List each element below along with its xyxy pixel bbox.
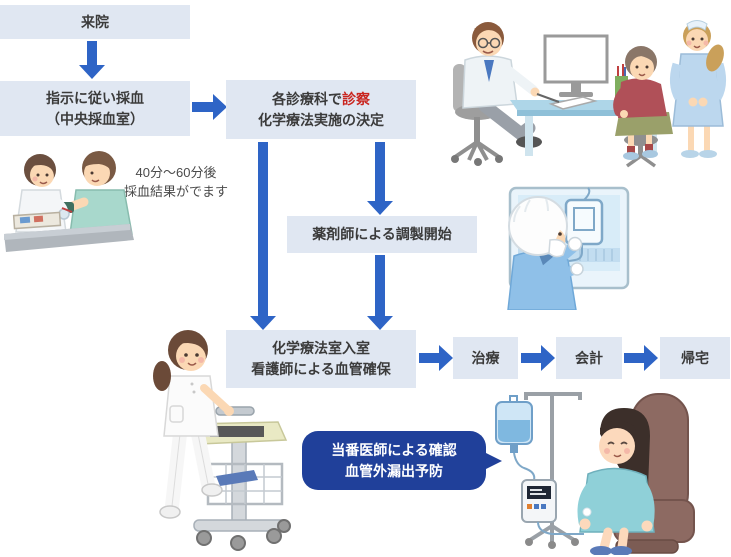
desk (510, 34, 665, 156)
consultation-illustration-svg (451, 20, 727, 168)
flow-box-chemo-room: 化学療法室入室 看護師による血管確保 (226, 330, 416, 388)
arrow-down-consult-to-pharmacist (367, 142, 393, 215)
pharmacist-figure (507, 196, 584, 311)
iv-bag-in-cabinet (564, 187, 604, 262)
arrow-right-treatment-to-payment (521, 345, 555, 371)
infusion-pump (521, 479, 584, 535)
pharmacist-illustration (480, 186, 632, 311)
flow-box-arrival-label: 来院 (81, 13, 109, 30)
flow-box-consult-line2: 化学療法実施の決定 (258, 111, 384, 128)
infusion-illustration (466, 382, 730, 556)
arrow-right-payment-to-gohome (624, 345, 658, 371)
callout-line1: 当番医師による確認 (331, 441, 457, 458)
flow-box-payment: 会計 (556, 337, 622, 379)
arrow-down-consult-to-chemoroom (250, 142, 276, 330)
flow-box-pharmacist-label: 薬剤師による調製開始 (312, 226, 452, 242)
flow-box-consult: 各診療科で診察 化学療法実施の決定 (226, 80, 416, 139)
flow-box-go-home-label: 帰宅 (681, 349, 709, 366)
arrow-down-arrival-to-blooddraw (79, 41, 105, 79)
flow-box-treatment-label: 治療 (471, 349, 500, 366)
flow-box-pharmacist: 薬剤師による調製開始 (287, 216, 477, 253)
flow-box-blood-draw-line2: （中央採血室） (46, 110, 144, 127)
pharmacist-illustration-svg (507, 186, 630, 311)
consultation-illustration (425, 2, 728, 168)
blood-result-note-line2: 採血結果がでます (123, 183, 228, 199)
nurse-cart-illustration (136, 314, 294, 554)
callout-tail (484, 452, 502, 470)
infusion-illustration-svg (495, 392, 695, 556)
patient-elderly (613, 46, 673, 168)
blood-draw-illustration-svg (4, 151, 134, 252)
blood-result-note: 40分～60分後 採血結果がでます (110, 164, 242, 202)
flow-box-treatment: 治療 (453, 337, 518, 379)
flow-box-blood-draw: 指示に従い採血 （中央採血室） (0, 81, 190, 136)
blood-result-note-line1: 40分～60分後 (135, 165, 217, 180)
flow-box-chemo-room-line2: 看護師による血管確保 (251, 361, 391, 377)
blood-draw-table (4, 211, 134, 252)
arrow-right-blooddraw-to-consult (192, 94, 227, 120)
callout-doctor-check: 当番医師による確認 血管外漏出予防 (302, 431, 502, 490)
iv-stand (524, 392, 582, 549)
nurse-cart-illustration-svg (153, 330, 291, 551)
consult-line1-text: 各診療科で (272, 90, 342, 107)
flow-box-chemo-room-line1: 化学療法室入室 (272, 340, 370, 356)
callout-line2: 血管外漏出予防 (345, 462, 443, 479)
patient-figure (51, 151, 133, 235)
nurse-standing (669, 20, 727, 158)
flow-box-arrival: 来院 (0, 5, 190, 39)
patient-figure (577, 408, 655, 556)
flow-box-go-home: 帰宅 (660, 337, 730, 379)
nurse-figure (153, 330, 234, 519)
flow-box-blood-draw-line1: 指示に従い採血 (46, 89, 144, 106)
flow-box-consult-line1: 各診療科で診察 (272, 89, 370, 110)
iv-bag (495, 395, 536, 481)
arrow-right-chemoroom-to-treatment (419, 345, 453, 371)
arrow-down-pharmacist-to-chemoroom (367, 255, 393, 330)
consult-line1-red-text: 診察 (342, 90, 370, 107)
blood-draw-illustration (2, 142, 137, 260)
flow-box-payment-label: 会計 (575, 349, 603, 366)
